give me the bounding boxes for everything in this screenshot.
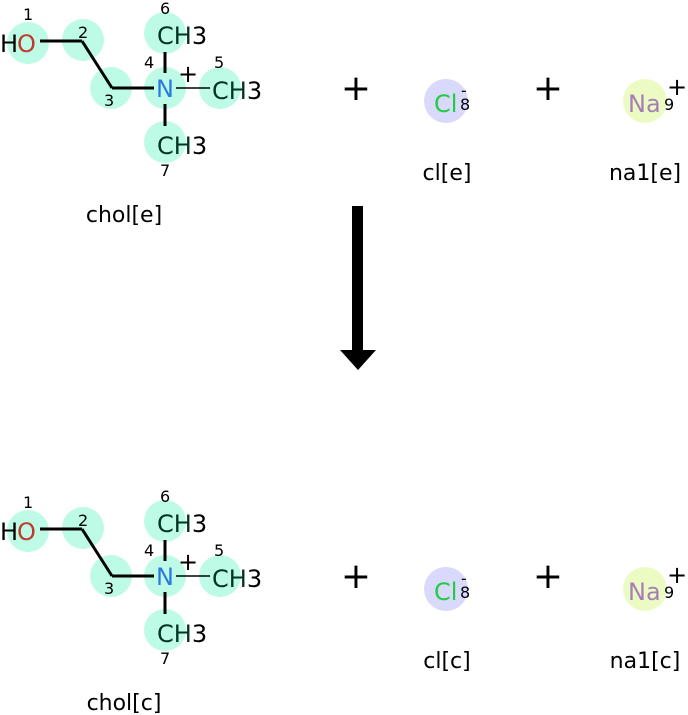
reaction-arrow-icon xyxy=(340,206,376,370)
hydrogen-atom: H xyxy=(0,518,18,546)
atom-number-4: 4 xyxy=(144,541,154,560)
atom-highlight-1 xyxy=(7,510,49,552)
plus-sign: + xyxy=(533,556,563,597)
chloride-ion: Cl - 8 cl[c] xyxy=(423,567,471,674)
products: H O N + CH3 CH3 CH3 1 2 3 4 5 6 7 chol[c… xyxy=(0,487,687,715)
atom-highlight-6 xyxy=(144,500,186,542)
oxygen-atom: O xyxy=(17,30,36,58)
nitrogen-atom: N xyxy=(156,75,174,103)
charge-minus: - xyxy=(461,569,467,588)
atom-highlight-6 xyxy=(144,12,186,54)
molecule-name: cl[e] xyxy=(423,161,472,186)
atom-highlight-2 xyxy=(62,507,104,549)
plus-sign: + xyxy=(533,68,563,109)
atom-number-3: 3 xyxy=(104,579,114,598)
molecule-name: cl[c] xyxy=(423,649,470,674)
atom-highlight-1 xyxy=(7,22,49,64)
atom-number-8: 8 xyxy=(460,95,470,114)
methyl-5: CH3 xyxy=(212,77,262,105)
atom-number-8: 8 xyxy=(460,583,470,602)
chloride-ion: Cl - 8 cl[e] xyxy=(423,79,472,186)
atom-number-3: 3 xyxy=(104,91,114,110)
methyl-7: CH3 xyxy=(157,620,207,648)
atom-number-7: 7 xyxy=(160,161,170,180)
atom-highlight-7 xyxy=(144,121,186,163)
methyl-6: CH3 xyxy=(157,510,207,538)
sodium-atom: Na xyxy=(628,578,661,606)
charge-plus: + xyxy=(667,561,687,589)
plus-sign: + xyxy=(341,556,371,597)
atom-number-5: 5 xyxy=(214,541,224,560)
choline-molecule: H O N + CH3 CH3 CH3 1 2 3 4 5 6 7 chol[c… xyxy=(0,487,262,715)
atom-number-9: 9 xyxy=(664,583,674,602)
charge-minus: - xyxy=(461,81,467,100)
charge-plus: + xyxy=(178,60,198,88)
atom-highlight-4 xyxy=(144,67,186,109)
atom-highlight-5 xyxy=(199,67,241,109)
atom-highlight-5 xyxy=(199,555,241,597)
atom-number-2: 2 xyxy=(78,23,88,42)
chlorine-atom: Cl xyxy=(434,90,457,118)
sodium-ion: Na + 9 na1[e] xyxy=(609,73,687,186)
reactants: H O N + CH3 CH3 CH3 1 2 3 4 5 6 7 chol[e… xyxy=(0,0,687,228)
plus-sign: + xyxy=(341,68,371,109)
sodium-ion: Na + 9 na1[c] xyxy=(610,561,687,674)
atom-number-6: 6 xyxy=(160,487,170,506)
atom-number-1: 1 xyxy=(23,493,33,512)
atom-number-9: 9 xyxy=(664,95,674,114)
nitrogen-atom: N xyxy=(156,563,174,591)
atom-number-7: 7 xyxy=(160,649,170,668)
methyl-6: CH3 xyxy=(157,22,207,50)
methyl-5: CH3 xyxy=(212,565,262,593)
atom-number-4: 4 xyxy=(144,53,154,72)
molecule-name: chol[e] xyxy=(86,203,162,228)
sodium-atom: Na xyxy=(628,90,661,118)
atom-highlight-4 xyxy=(144,555,186,597)
choline-molecule: H O N + CH3 CH3 CH3 1 2 3 4 5 6 7 chol[e… xyxy=(0,0,262,228)
atom-number-2: 2 xyxy=(78,511,88,530)
atom-number-6: 6 xyxy=(160,0,170,18)
hydrogen-atom: H xyxy=(0,30,18,58)
oxygen-atom: O xyxy=(17,518,36,546)
atom-highlight-7 xyxy=(144,609,186,651)
charge-plus: + xyxy=(178,548,198,576)
atom-number-5: 5 xyxy=(214,53,224,72)
atom-number-1: 1 xyxy=(23,5,33,24)
methyl-7: CH3 xyxy=(157,132,207,160)
atom-highlight-2 xyxy=(62,19,104,61)
molecule-name: chol[c] xyxy=(87,691,162,715)
chlorine-atom: Cl xyxy=(434,578,457,606)
molecule-name: na1[c] xyxy=(610,649,681,674)
molecule-name: na1[e] xyxy=(609,161,681,186)
charge-plus: + xyxy=(667,73,687,101)
